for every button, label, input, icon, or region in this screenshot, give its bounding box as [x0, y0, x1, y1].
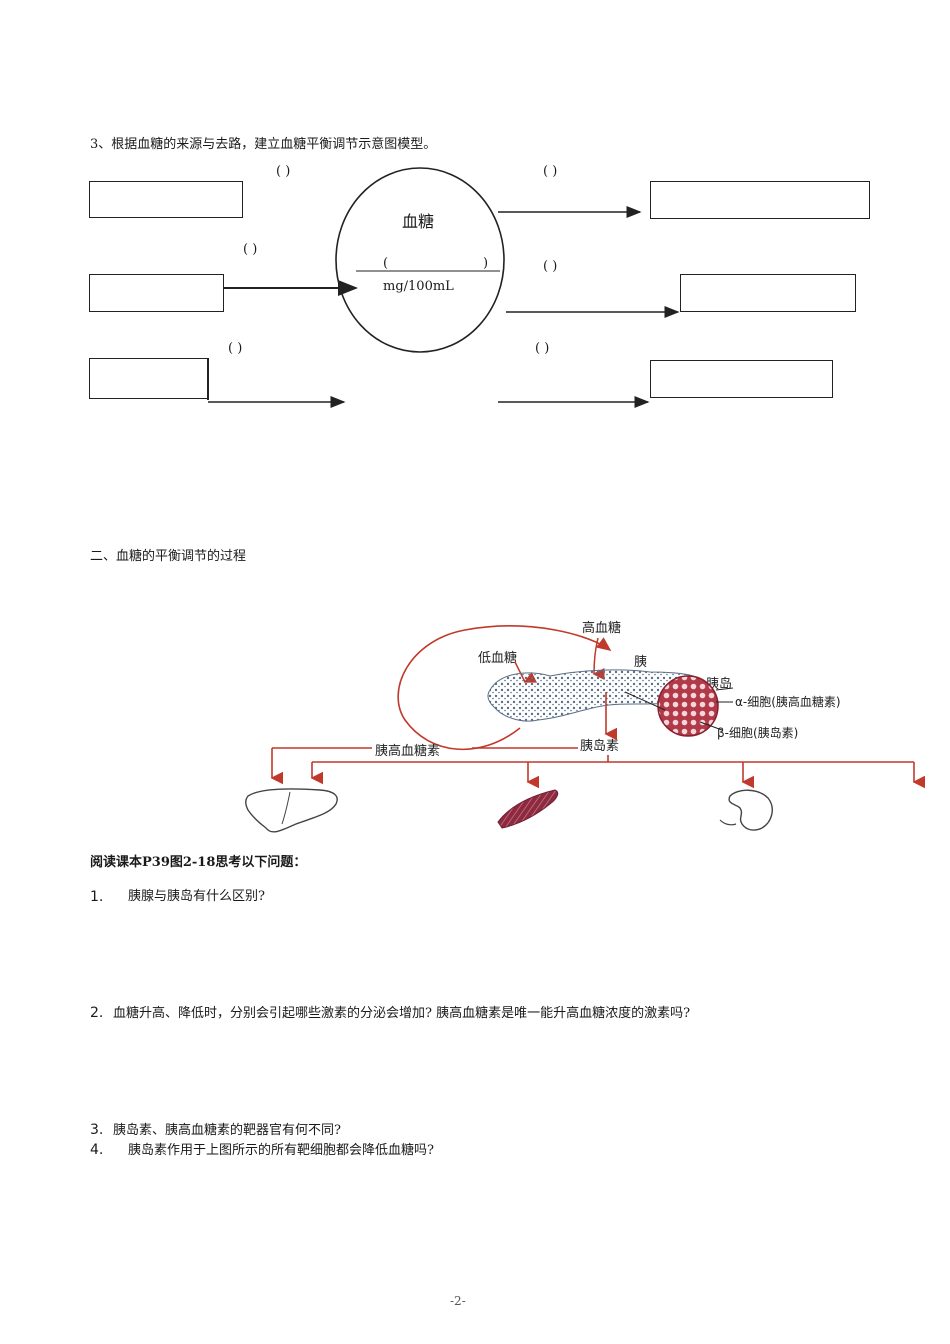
islet-shape [657, 675, 719, 737]
blank-paren-top-left[interactable]: ( ) [276, 164, 291, 179]
alpha-cell-label: α-细胞(胰高血糖素) [735, 694, 841, 709]
questions-prompt: 阅读课本P39图2-18思考以下问题： [90, 855, 307, 870]
page-number: -2- [450, 1294, 466, 1308]
question-4-number: 4. [90, 1142, 104, 1158]
question-1-text: 胰腺与胰岛有什么区别? [128, 889, 265, 904]
question-3-number: 3. [90, 1122, 104, 1138]
liver-shape [245, 788, 338, 833]
beta-cell-label: β-细胞(胰岛素) [717, 725, 798, 740]
source-box-3[interactable] [89, 358, 208, 399]
blank-paren-bottom-left[interactable]: ( ) [228, 341, 243, 356]
question-4-text: 胰岛素作用于上图所示的所有靶细胞都会降低血糖吗? [128, 1143, 434, 1158]
circle-title: 血糖 [402, 212, 435, 231]
glucagon-label: 胰高血糖素 [375, 743, 440, 759]
insulin-label: 胰岛素 [580, 738, 619, 754]
question-3-text: 胰岛素、胰高血糖素的靶器官有何不同? [113, 1123, 341, 1138]
sink-box-1[interactable] [650, 181, 870, 219]
question-2-number: 2. [90, 1005, 104, 1021]
muscle-shape [497, 789, 559, 829]
regulation-illustration: 高血糖 低血糖 胰 胰岛 α-细胞(胰高血糖素) β-细胞(胰岛素) 胰高血糖素… [245, 620, 926, 833]
circle-paren-close: ) [483, 256, 489, 271]
source-box-1[interactable] [89, 181, 243, 218]
high-glucose-label: 高血糖 [582, 620, 621, 636]
kidney-shape [728, 789, 773, 831]
pancreas-label: 胰 [634, 655, 647, 670]
circle-paren-open: ( [383, 256, 389, 271]
source-box-2[interactable] [89, 274, 224, 312]
blank-paren-mid-right[interactable]: ( ) [543, 259, 558, 274]
circle-unit: mg/100mL [383, 279, 454, 294]
question-2-text: 血糖升高、降低时，分别会引起哪些激素的分泌会增加? 胰高血糖素是唯一能升高血糖浓… [113, 1006, 691, 1021]
section-3-heading: 3、根据血糖的来源与去路，建立血糖平衡调节示意图模型。 [90, 137, 437, 152]
blank-paren-mid-left[interactable]: ( ) [243, 242, 258, 257]
sink-box-2[interactable] [680, 274, 856, 312]
blank-paren-top-right[interactable]: ( ) [543, 164, 558, 179]
blood-glucose-circle [335, 167, 505, 353]
sink-box-3[interactable] [650, 360, 833, 398]
glucose-model-diagram [207, 167, 680, 408]
section-2-heading: 二、血糖的平衡调节的过程 [90, 549, 247, 564]
blank-paren-bottom-right[interactable]: ( ) [535, 341, 550, 356]
low-glucose-label: 低血糖 [478, 650, 517, 666]
question-1-number: 1. [90, 889, 104, 905]
